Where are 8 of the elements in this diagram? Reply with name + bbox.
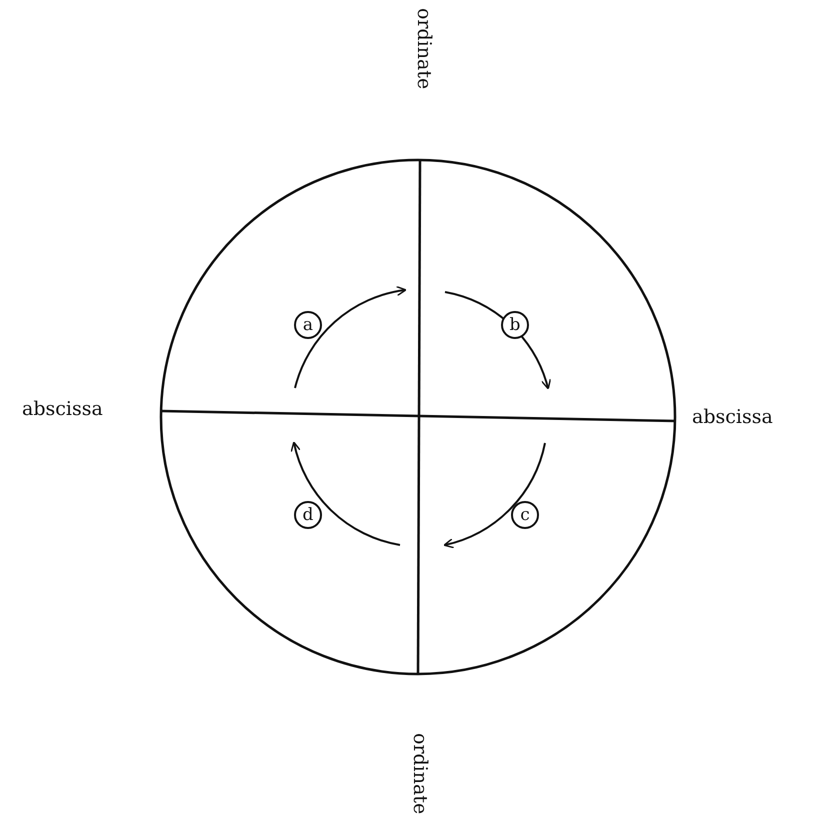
axis-label: abscissa xyxy=(22,400,103,419)
axis-label: ordinate xyxy=(414,8,433,90)
circled-letter: b xyxy=(501,311,529,339)
circled-letter: c xyxy=(511,501,539,529)
circled-letter: a xyxy=(294,311,322,339)
axis-label: abscissa xyxy=(692,408,773,427)
axis-label: ordinate xyxy=(410,733,429,814)
circled-letter: d xyxy=(294,501,322,529)
